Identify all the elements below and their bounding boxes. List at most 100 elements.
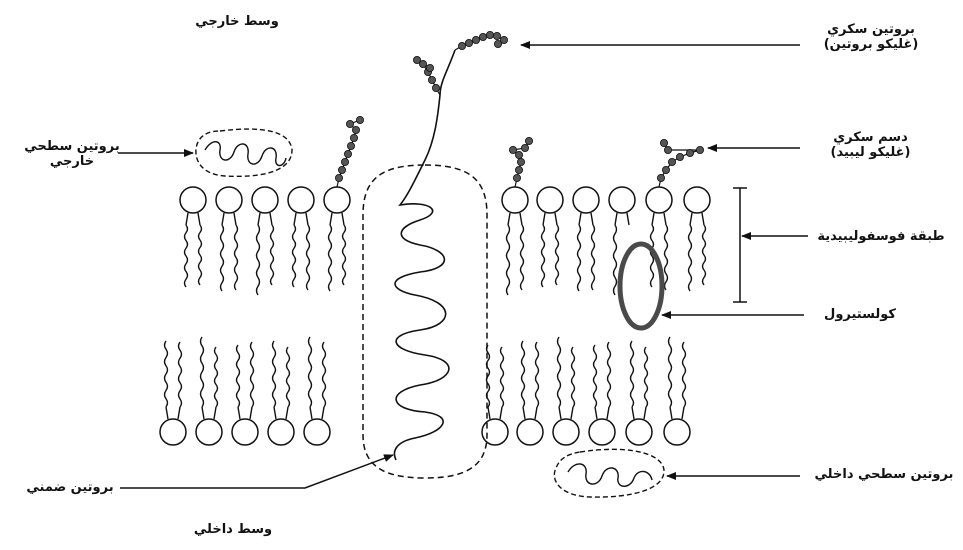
glycolipid-chain-sugar-unit	[686, 149, 693, 156]
phospholipid-neck	[508, 213, 510, 225]
inner-peripheral-protein-chain	[568, 464, 652, 486]
outer-peripheral-protein-chain	[205, 142, 286, 166]
phospholipid-neck	[234, 213, 236, 225]
phospholipid-tail	[608, 342, 611, 407]
phospholipid-neck	[286, 407, 288, 419]
outer-peripheral-protein-boundary	[196, 129, 292, 176]
phospholipid-neck	[690, 213, 692, 225]
phospholipid-head	[609, 187, 635, 213]
phospholipid-neck	[559, 407, 561, 419]
phospholipid-tail	[343, 225, 346, 285]
cholesterol-molecule	[620, 244, 662, 328]
phospholipid-tail	[165, 341, 168, 407]
phospholipid-tail	[273, 341, 276, 407]
phospholipid-neck	[652, 213, 654, 225]
phospholipid-tail	[614, 225, 617, 295]
phospholipid-neck	[178, 407, 180, 419]
glycolipid-chain-sugar-unit	[664, 146, 671, 153]
phospholipid-head	[252, 187, 278, 213]
upper-phospholipid-row	[180, 187, 710, 295]
outer-environment-label: وسط خارجي	[192, 14, 282, 29]
phospholipid-neck	[595, 407, 597, 419]
phospholipid-neck	[520, 213, 522, 225]
phospholipid-tail	[179, 342, 182, 407]
glycoprotein-label: بروتين سكري (غليكو بروتين)	[806, 22, 936, 52]
phospholipid-tail	[251, 342, 254, 407]
phospholipid-neck	[310, 407, 312, 419]
phospholipid-tail	[271, 225, 274, 285]
phospholipid-tail	[558, 337, 561, 407]
outer-peripheral-protein-label: بروتين سطحي خارجي	[22, 139, 122, 169]
phospholipid-head	[216, 187, 242, 213]
phospholipid-tail	[287, 347, 290, 407]
glycolipid-line2: (غليكو ليبيد)	[808, 145, 933, 160]
phospholipid-head	[180, 187, 206, 213]
phospholipid-tail	[572, 347, 575, 407]
phospholipid-tail	[501, 347, 504, 407]
glycoprotein-branch-sugar-unit	[413, 56, 420, 63]
glycolipid-chain-sugar-unit	[668, 158, 675, 165]
phospholipid-neck	[202, 407, 204, 419]
phospholipid-neck	[488, 407, 490, 419]
phospholipid-tail	[201, 337, 204, 407]
phospholipid-neck	[270, 213, 272, 225]
inner-peripheral-protein-label: بروتين سطحي داخلي	[808, 467, 960, 482]
phospholipid-tail	[536, 342, 539, 407]
glycolipid-chain-sugar-unit	[356, 116, 363, 123]
glycoprotein-branch-sugar-unit	[486, 31, 493, 38]
phospholipid-head	[288, 187, 314, 213]
glycolipid-chain-sugar-unit	[657, 174, 664, 181]
phospholipid-tail	[522, 341, 525, 407]
glycolipid-chain-sugar-unit	[344, 150, 351, 157]
phospholipid-tail	[683, 342, 686, 407]
bilayer-bracket	[733, 188, 747, 302]
phospholipid-head	[553, 419, 579, 445]
phospholipid-tail	[257, 225, 260, 295]
phospholipid-head	[324, 187, 350, 213]
phospholipid-tail	[703, 225, 706, 285]
cholesterol-label: كولستيرول	[810, 307, 910, 322]
phospholipid-neck	[664, 213, 666, 225]
phospholipid-neck	[670, 407, 672, 419]
lower-phospholipid-row	[160, 337, 690, 445]
sugar-chains	[335, 31, 703, 187]
integral-protein-chain	[394, 50, 455, 460]
phospholipid-neck	[591, 213, 593, 225]
glycolipid-line1: دسم سكري	[808, 130, 933, 145]
phospholipid-head	[196, 419, 222, 445]
phospholipid-head	[517, 419, 543, 445]
phospholipid-head	[160, 419, 186, 445]
phospholipid-neck	[523, 407, 525, 419]
phospholipid-neck	[579, 213, 581, 225]
glycoprotein-line1: بروتين سكري	[806, 22, 936, 37]
phospholipid-head	[482, 419, 508, 445]
glycoprotein-branch-sugar-unit	[479, 33, 486, 40]
glycolipid-chain-sugar-unit	[509, 146, 516, 153]
phospholipid-head	[664, 419, 690, 445]
phospholipid-tail	[521, 225, 524, 290]
phospholipid-tail	[594, 345, 597, 407]
phospholipid-neck	[214, 407, 216, 419]
glycoprotein-branch-sugar-unit	[432, 84, 439, 91]
phospholipid-tail	[645, 347, 648, 407]
phospholipid-tail	[199, 225, 202, 285]
phospholipid-tail	[689, 225, 692, 291]
phospholipid-tail	[592, 225, 595, 290]
phospholipid-neck	[238, 407, 240, 419]
phospholipid-neck	[294, 213, 296, 225]
phospholipid-neck	[342, 213, 344, 225]
phospholipid-tail	[669, 337, 672, 407]
phospholipid-neck	[535, 407, 537, 419]
phospholipid-neck	[198, 213, 200, 225]
phospholipid-neck	[607, 407, 609, 419]
glycolipid-chain-sugar-unit	[660, 139, 667, 146]
phospholipid-neck	[250, 407, 252, 419]
phospholipid-neck	[615, 213, 617, 225]
phospholipid-head	[232, 419, 258, 445]
phospholipid-head	[502, 187, 528, 213]
integral-protein-boundary	[363, 165, 487, 478]
outer-peripheral-line2: خارجي	[22, 154, 122, 169]
glycoprotein-branch-sugar-unit	[426, 64, 433, 71]
integral-protein-label: بروتين ضمني	[20, 480, 120, 495]
